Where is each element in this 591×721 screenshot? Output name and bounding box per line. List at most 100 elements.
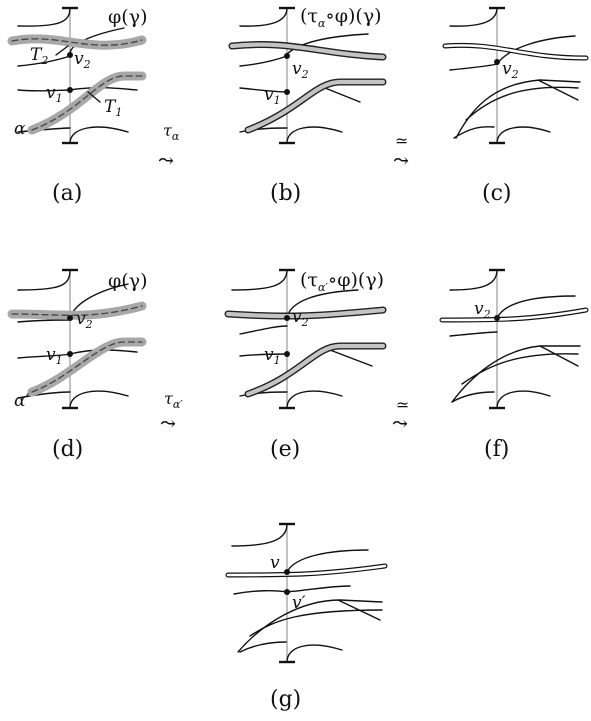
strand <box>449 7 498 27</box>
strand <box>329 349 373 367</box>
tree-pointer <box>55 45 69 56</box>
strand <box>239 7 288 27</box>
strand <box>337 599 381 621</box>
caption: (f) <box>484 437 509 462</box>
arrow-label: τα <box>163 121 180 143</box>
strand <box>17 269 71 291</box>
strand <box>539 345 579 367</box>
strand <box>449 63 498 71</box>
strand <box>231 523 288 547</box>
vertex-label: v1 <box>264 85 281 107</box>
strand <box>17 319 71 323</box>
strand <box>465 86 579 121</box>
strand <box>233 589 288 595</box>
composite-label: (τα′∘φ)(γ) <box>300 269 384 294</box>
strand <box>239 55 288 67</box>
gamma-label: φ(γ) <box>108 270 147 292</box>
strand <box>453 126 495 139</box>
tree-pointer <box>87 91 101 103</box>
panel-f: v2 (f) <box>439 268 589 462</box>
strand <box>17 391 71 399</box>
double-strand-inner <box>226 564 387 577</box>
caption: (e) <box>270 437 300 462</box>
arrow-label: τα′ <box>164 389 183 411</box>
vertex-label: v′ <box>292 593 306 613</box>
vertex-v2 <box>67 52 73 58</box>
gamma-curve <box>11 305 143 316</box>
vertex-v2 <box>67 315 73 321</box>
vertex-label: v1 <box>264 345 281 367</box>
tree-label: T1 <box>104 97 122 119</box>
vertex-label: v1 <box>46 345 63 367</box>
double-strand-inner <box>440 308 588 322</box>
caption: (a) <box>52 181 82 206</box>
strand <box>17 55 71 67</box>
vertex-label: v2 <box>502 59 519 81</box>
strand <box>69 126 129 144</box>
double-strand-inner <box>443 44 588 60</box>
alpha-label: α′ <box>14 391 29 411</box>
gamma-curve <box>11 38 143 46</box>
vertex-label: v2 <box>292 59 309 81</box>
strand <box>17 89 71 92</box>
strand <box>69 27 125 55</box>
strand <box>239 325 288 335</box>
vertex-label: v <box>270 553 280 573</box>
strand <box>449 331 498 337</box>
strand <box>319 85 361 103</box>
twisted-gamma-band-inner <box>229 42 386 60</box>
strand <box>496 35 576 65</box>
strand <box>537 79 579 101</box>
vertex-label: v2 <box>76 309 93 331</box>
strand <box>286 549 369 573</box>
strand <box>239 641 287 653</box>
strand <box>249 609 383 637</box>
vertex-v2 <box>284 315 290 321</box>
vertex-label: v2 <box>292 307 309 329</box>
alpha-label: α <box>14 119 26 139</box>
twisted-alpha-band-inner <box>245 343 386 397</box>
vertex-label: v2 <box>474 299 491 321</box>
strand <box>455 79 581 139</box>
panel-e: (τα′∘φ)(γ) v2 v1 (e) <box>224 268 387 462</box>
panel-d: φ(γ) v2 v1 α′ (d) <box>7 268 147 462</box>
strand <box>237 599 383 653</box>
vertex-v1 <box>284 89 290 95</box>
panel-a: φ(γ) T2 v2 v1 T1 α (a) <box>7 6 147 206</box>
strand <box>17 127 71 133</box>
squiggle-arrow: ⤳ <box>392 413 408 435</box>
arrow-label: ≃ <box>395 131 408 150</box>
strand <box>286 126 343 144</box>
strand <box>286 33 369 55</box>
vertex-v1 <box>67 87 73 93</box>
alpha-prime-curve <box>31 341 143 393</box>
arrow-tau-alpha-prime: τα′ ⤳ <box>160 389 183 435</box>
vertex-v-prime <box>284 589 290 595</box>
vertex-label: v1 <box>46 83 63 105</box>
vertex-v1 <box>284 351 290 357</box>
panel-b: (τα∘φ)(γ) v2 v1 (b) <box>228 5 387 206</box>
vertex-v2 <box>494 59 500 65</box>
caption: (d) <box>52 437 83 462</box>
squiggle-arrow: ⤳ <box>160 413 176 435</box>
strand <box>69 390 129 409</box>
strand <box>451 391 495 403</box>
composite-label: (τα∘φ)(γ) <box>300 5 382 30</box>
strand <box>286 644 343 663</box>
strand <box>461 353 579 385</box>
strand <box>496 126 551 144</box>
strand <box>286 390 343 409</box>
twisted-alpha-band-inner <box>245 79 386 133</box>
tree-label: T2 <box>30 45 48 67</box>
strand <box>231 269 288 291</box>
strand <box>17 7 71 27</box>
vertex-v2 <box>284 53 290 59</box>
vertex-label: v2 <box>74 49 91 71</box>
alpha-curve <box>31 75 143 131</box>
arrow-isomorphic: ≃ ⤳ <box>393 131 409 172</box>
vertex-v1 <box>67 351 73 357</box>
panel-g: v v′ (g) <box>225 522 388 712</box>
arrow-tau-alpha: τα ⤳ <box>158 121 180 172</box>
vertex-v <box>284 569 290 575</box>
